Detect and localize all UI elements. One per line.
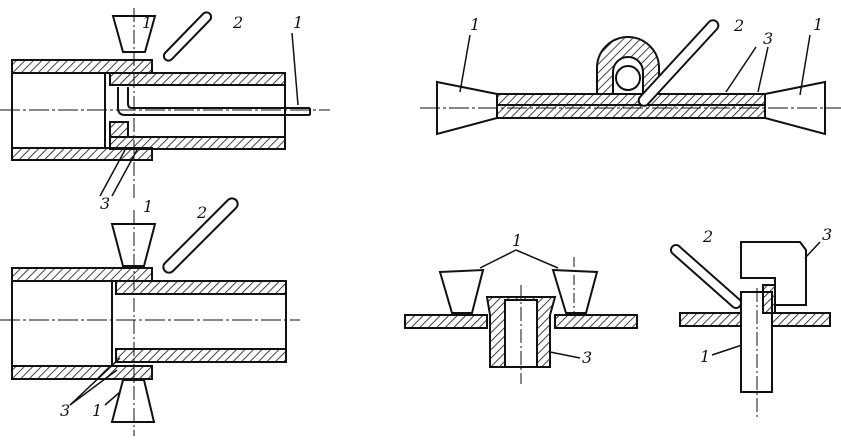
electrode-tip-bottom xyxy=(110,379,156,423)
inner-pipe-bottom-wall-2 xyxy=(115,348,287,363)
label-electrode-br: 1 xyxy=(700,347,710,366)
label-electrode-tr-right: 1 xyxy=(813,15,823,34)
inner-pipe-top-wall-2 xyxy=(115,280,287,295)
panel-bottom-middle xyxy=(404,249,638,384)
labels: 1 2 1 3 1 2 3 1 1 2 3 1 1 3 2 3 1 xyxy=(60,13,832,420)
label-electrode-bl: 1 xyxy=(143,197,153,216)
label-seam-tl: 3 xyxy=(100,194,110,213)
plate-left xyxy=(404,314,488,329)
plate-right xyxy=(554,314,638,329)
outer-pipe-bottom-wall xyxy=(11,147,153,161)
electrode-right-2 xyxy=(551,268,599,314)
panel-top-left xyxy=(0,8,330,200)
panel-bottom-right xyxy=(670,241,831,420)
electrode-left-2 xyxy=(438,268,485,314)
label-electrode-tl: 1 xyxy=(142,13,152,32)
label-electrode-tl-2: 1 xyxy=(293,13,303,32)
filler-rod-2 xyxy=(162,197,239,274)
weld-seam-stud xyxy=(762,284,776,314)
outer-pipe-top-wall xyxy=(11,59,153,74)
label-rod-br: 2 xyxy=(702,227,713,246)
plate-upper xyxy=(496,93,766,106)
label-seam-tr: 3 xyxy=(763,29,773,48)
label-electrode-bm: 1 xyxy=(512,231,522,250)
stud-holder xyxy=(740,241,807,306)
filler-rod-3 xyxy=(637,19,720,107)
panel-bottom-left xyxy=(0,197,300,436)
label-electrode-tr-left: 1 xyxy=(470,15,480,34)
inner-pipe-top-wall xyxy=(109,72,286,86)
weld-seam-inner xyxy=(109,121,129,138)
curled-flange xyxy=(596,36,660,96)
filler-rod xyxy=(162,11,213,62)
label-rod-bl: 2 xyxy=(196,203,207,222)
label-rod-tr: 2 xyxy=(733,16,744,35)
label-electrode-bl-2: 1 xyxy=(92,401,102,420)
label-seam-bm: 3 xyxy=(582,348,592,367)
electrode-right xyxy=(764,80,826,136)
inner-pipe-bottom-wall xyxy=(109,136,286,150)
label-rod-tl: 2 xyxy=(232,13,243,32)
bent-electrode xyxy=(117,87,310,116)
outer-pipe-top-wall-2 xyxy=(11,267,153,282)
filler-rod-4 xyxy=(670,244,742,309)
label-seam-bl: 3 xyxy=(60,401,70,420)
outer-pipe-bottom-wall-2 xyxy=(11,365,153,380)
label-seam-br: 3 xyxy=(822,225,832,244)
panel-top-right xyxy=(420,19,841,136)
plate-lower xyxy=(496,104,766,119)
